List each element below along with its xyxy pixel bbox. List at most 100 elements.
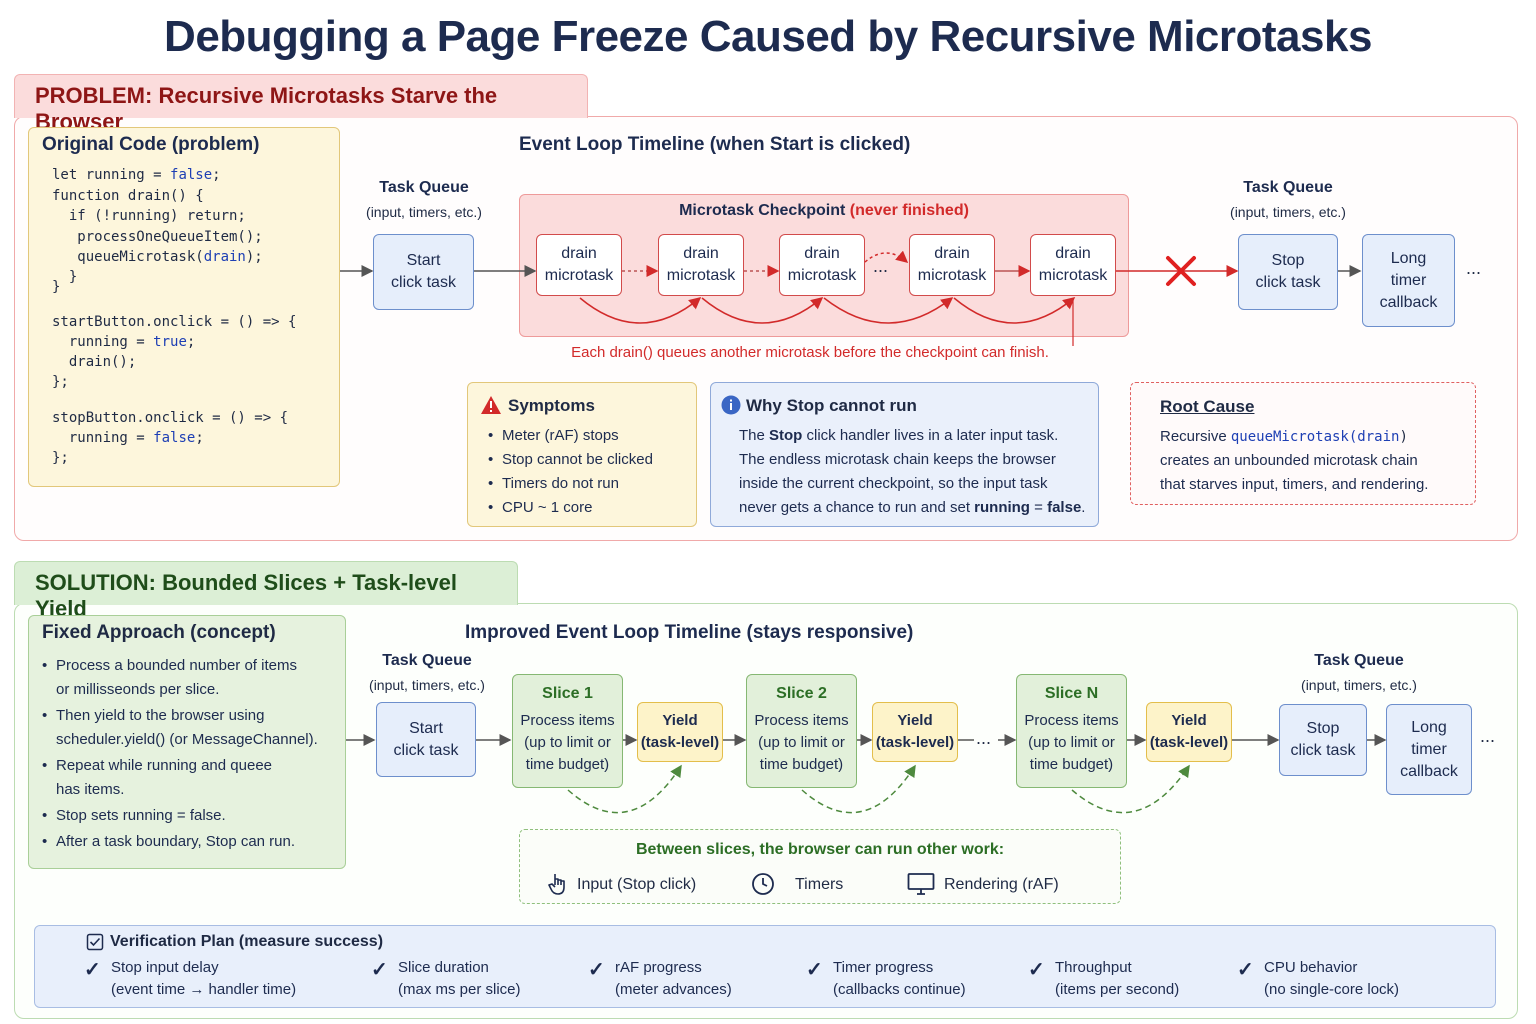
verification-item: Slice duration(max ms per slice) <box>398 959 521 998</box>
why-title: Why Stop cannot run <box>746 396 917 415</box>
verification-item: Timer progress(callbacks continue) <box>833 959 966 998</box>
warning-icon <box>480 395 502 420</box>
code-line: running = true; <box>52 334 196 350</box>
solution-tab: SOLUTION: Bounded Slices + Task-level Yi… <box>14 561 518 621</box>
right-task-queue-title: Task Queue <box>1243 179 1333 196</box>
list-item: Timers do not run <box>486 472 653 496</box>
why-text: The Stop click handler lives in a later … <box>739 427 1086 516</box>
fixed-approach-title: Fixed Approach (concept) <box>42 622 276 643</box>
start-label: Start <box>406 252 441 269</box>
check-icon: ✓ <box>1237 959 1254 981</box>
check-icon: ✓ <box>84 959 101 981</box>
root-cause-text: Recursive queueMicrotask(drain) creates … <box>1160 428 1429 493</box>
list-item: Meter (rAF) stops <box>486 424 653 448</box>
list-item: CPU ~ 1 core <box>486 496 653 520</box>
verification-item: Throughput(items per second) <box>1055 959 1180 998</box>
start-click-task: Start click task <box>373 234 474 310</box>
pointer-hand-icon <box>547 872 569 901</box>
check-icon: ✓ <box>1028 959 1045 981</box>
checkpoint-title: Microtask Checkpoint (never finished) <box>679 202 969 219</box>
yield-box: Yield(task-level) <box>637 702 723 762</box>
check-icon: ✓ <box>371 959 388 981</box>
right-task-queue-title: Task Queue <box>1314 652 1404 669</box>
code-line: let running = false; <box>52 167 221 183</box>
check-icon: ✓ <box>806 959 823 981</box>
problem-tab: PROBLEM: Recursive Microtasks Starve the… <box>14 74 588 134</box>
code-line: } <box>52 269 78 285</box>
checklist-icon <box>86 933 104 956</box>
verification-item: CPU behavior(no single-core lock) <box>1264 959 1400 998</box>
list-item: Stop cannot be clicked <box>486 448 653 472</box>
between-slices-box <box>519 829 1121 904</box>
left-task-queue-subtitle: (input, timers, etc.) <box>366 204 482 220</box>
verification-item: Stop input delay(event time → handler ti… <box>111 959 297 998</box>
slices-ellipsis: ... <box>976 728 992 748</box>
solution-timeline-title: Improved Event Loop Timeline (stays resp… <box>465 622 914 643</box>
root-cause-box <box>1130 382 1476 505</box>
check-icon: ✓ <box>588 959 605 981</box>
code-line: function drain() { <box>52 188 204 204</box>
problem-timeline-title: Event Loop Timeline (when Start is click… <box>519 134 911 155</box>
code-line: }; <box>52 374 69 390</box>
list-item: After a task boundary, Stop can run. <box>40 830 340 854</box>
code-line: }; <box>52 450 69 466</box>
original-code-box <box>28 127 340 487</box>
original-code-title: Original Code (problem) <box>42 134 260 155</box>
left-task-queue-title: Task Queue <box>382 652 472 669</box>
recursion-note: Each drain() queues another microtask be… <box>571 344 1049 361</box>
list-item: Then yield to the browser usingscheduler… <box>40 704 340 752</box>
start-sublabel: click task <box>391 274 456 291</box>
symptoms-title: Symptoms <box>508 396 595 415</box>
left-task-queue-subtitle: (input, timers, etc.) <box>369 677 485 693</box>
yield-box: Yield(task-level) <box>872 702 958 762</box>
code-line: processOneQueueItem(); <box>52 229 263 245</box>
root-cause-title: Root Cause <box>1160 397 1255 416</box>
verification-item: rAF progress(meter advances) <box>615 959 732 998</box>
monitor-icon <box>907 872 935 901</box>
left-task-queue-title: Task Queue <box>379 179 469 196</box>
code-line: queueMicrotask(drain); <box>52 249 263 265</box>
between-item-input: Input (Stop click) <box>577 876 697 893</box>
code-line: running = false; <box>52 430 204 446</box>
symptoms-list: Meter (rAF) stops Stop cannot be clicked… <box>486 424 653 520</box>
info-icon <box>721 395 741 420</box>
page-title: Debugging a Page Freeze Caused by Recurs… <box>164 12 1372 61</box>
yield-box: Yield(task-level) <box>1146 702 1232 762</box>
list-item: Stop sets running = false. <box>40 804 340 828</box>
code-line: startButton.onclick = () => { <box>52 314 297 330</box>
verification-plan-box <box>34 925 1496 1008</box>
code-line: } <box>52 279 61 295</box>
code-line: if (!running) return; <box>52 208 246 224</box>
right-task-queue-subtitle: (input, timers, etc.) <box>1230 204 1346 220</box>
queue-ellipsis: ... <box>1466 258 1482 278</box>
right-task-queue-subtitle: (input, timers, etc.) <box>1301 677 1417 693</box>
clock-icon <box>751 872 775 901</box>
code-line: drain(); <box>52 354 137 370</box>
verification-title: Verification Plan (measure success) <box>110 933 384 950</box>
queue-ellipsis: ... <box>1480 726 1496 746</box>
between-item-rendering: Rendering (rAF) <box>944 876 1059 893</box>
checkpoint-ellipsis: ... <box>873 256 889 276</box>
code-line: stopButton.onclick = () => { <box>52 410 289 426</box>
between-slices-title: Between slices, the browser can run othe… <box>635 841 1005 858</box>
why-stop-box <box>710 382 1099 527</box>
between-item-timers: Timers <box>795 876 844 893</box>
